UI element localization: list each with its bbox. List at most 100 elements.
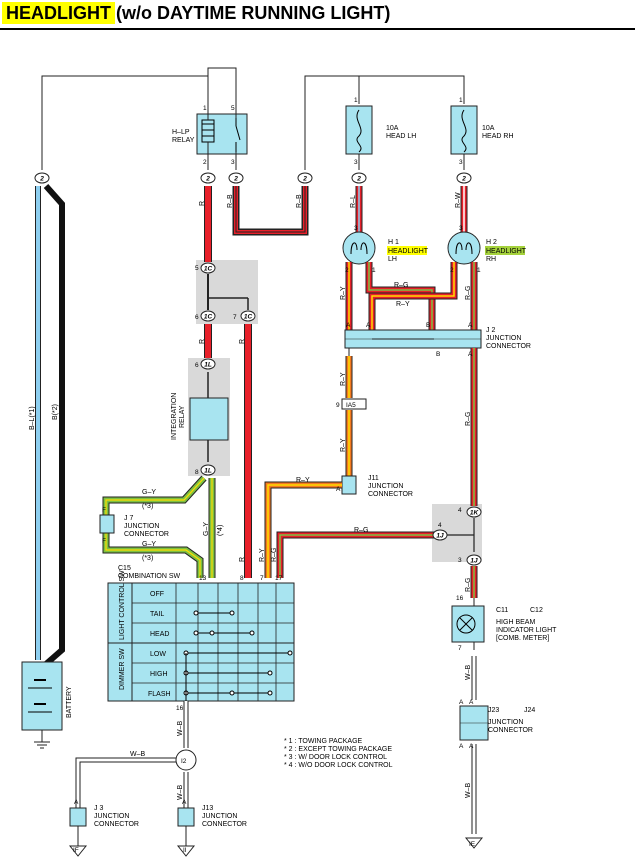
- wire-label-wb5: W–B: [465, 783, 472, 799]
- connector-2-marker-fuse-lh: 2: [351, 172, 367, 184]
- wire-label-wb3: W–B: [177, 785, 184, 801]
- j13-ref: J13: [202, 805, 213, 812]
- j13-name-2: CONNECTOR: [202, 821, 247, 828]
- wire-label-rg6: R–G: [465, 578, 472, 592]
- wire-r-g-1j-sw: [276, 531, 434, 578]
- headlight-lh-pin-3: 3: [354, 225, 358, 232]
- connector-2-marker-relay-3-label: 2: [233, 176, 238, 183]
- j7-ref: J 7: [124, 515, 133, 522]
- wire-label-gy3: G–Y: [203, 522, 210, 536]
- fuse-lh-pin-3: 3: [354, 159, 358, 166]
- wire-r-g-lh: [365, 262, 436, 330]
- high-beam-name-3: [COMB. METER]: [496, 635, 549, 642]
- connector-2-marker-battery: 2: [34, 172, 50, 184]
- wire-label-rw: R–W: [455, 192, 462, 208]
- wire-g-y: [102, 475, 216, 578]
- title-bar: HEADLIGHT (w/o DAYTIME RUNNING LIGHT): [0, 0, 635, 30]
- connector-1j-marker-bot: 1J: [466, 554, 482, 566]
- j2-name-2: CONNECTOR: [486, 343, 531, 350]
- connector-1l-marker-top-label: 1L: [204, 362, 212, 369]
- ia5-pin: 9: [336, 402, 340, 409]
- combination-switch: [107, 582, 295, 702]
- comb-sw-name: COMBINATION SW: [118, 573, 180, 580]
- connector-2-marker-rb: 2: [297, 172, 313, 184]
- page-title-highlight: HEADLIGHT: [2, 2, 115, 24]
- fuse-lh-name: HEAD LH: [386, 133, 416, 140]
- ground-if-label: IF: [73, 847, 79, 854]
- wire-label-b-l: B–L(*1): [29, 406, 36, 430]
- connector-1c-marker-left: 1C: [200, 310, 216, 322]
- conn-1k-pin: 4: [458, 507, 462, 514]
- relay-label-1: H–LP: [172, 129, 190, 136]
- j23-name-2: CONNECTOR: [488, 727, 533, 734]
- connector-2-marker-rb-label: 2: [302, 176, 307, 183]
- j7-pin-top: F: [102, 507, 106, 514]
- headlight-rh-name: HEADLIGHT: [486, 248, 527, 255]
- ground-if: [68, 845, 88, 857]
- comb-sw-section-2: DIMMER SW: [119, 648, 126, 690]
- relay-pin-1: 1: [203, 105, 207, 112]
- ground-ie: [464, 837, 484, 849]
- wire-r-b: [232, 186, 309, 236]
- ia5-name: IA5: [346, 402, 356, 409]
- note-1: * 1 : TOWING PACKAGE: [284, 738, 363, 745]
- wire-label-ry5: R–Y: [296, 477, 310, 484]
- j2-pin-b1: B: [426, 322, 430, 329]
- wire-label-rg5: R–G: [271, 548, 278, 562]
- headlight-rh-pin-3: 3: [459, 225, 463, 232]
- high-beam-pin-16: 16: [456, 595, 464, 602]
- high-beam-pin-7: 7: [458, 645, 462, 652]
- headlight-rh-ref: H 2: [486, 239, 497, 246]
- j7-name-2: CONNECTOR: [124, 531, 169, 538]
- wire-label-wb1: W–B: [177, 721, 184, 737]
- j11-name-2: CONNECTOR: [368, 491, 413, 498]
- connector-1c-marker-right: 1C: [240, 310, 256, 322]
- conn-1j-pin-left: 4: [438, 522, 442, 529]
- wire-b: [43, 184, 65, 667]
- conn-1c-pin-7: 7: [233, 314, 237, 321]
- j23-pin-a2: A: [469, 699, 474, 706]
- comb-sw-row-head: HEAD: [150, 631, 169, 638]
- headlight-lh-side: LH: [388, 256, 397, 263]
- relay-pin-2: 2: [203, 159, 207, 166]
- high-beam-ref-2: C12: [530, 607, 543, 614]
- j23-name-1: JUNCTION: [488, 719, 523, 726]
- comb-sw-pin-13: 13: [199, 575, 207, 582]
- wire-label-s4: (*4): [217, 525, 224, 536]
- comb-sw-row-high: HIGH: [150, 671, 168, 678]
- i2-connector: [175, 749, 197, 771]
- integration-relay-pin-8: 8: [195, 469, 199, 476]
- wire-label-rb2: R–B: [296, 194, 303, 208]
- connector-1l-marker-top: 1L: [200, 358, 216, 370]
- j2-pin-b2: B: [436, 351, 440, 358]
- headlight-rh-name-highlight: [485, 246, 525, 255]
- 1k-1j-inner: [446, 518, 475, 552]
- wire-label-rb1: R–B: [227, 194, 234, 208]
- wire-label-s3b: (*3): [142, 555, 153, 562]
- connector-1c-marker-top: 1C: [200, 262, 216, 274]
- wire-r-main: [204, 186, 252, 578]
- j3-ref: J 3: [94, 805, 103, 812]
- connector-1l-marker-bot-label: 1L: [204, 468, 212, 475]
- fuse-rh-amp: 10A: [482, 125, 495, 132]
- headlight-rh-pin-1: 1: [477, 267, 481, 274]
- wire-label-ry3: R–Y: [340, 372, 347, 386]
- wire-label-r3: R: [239, 339, 246, 344]
- wire-label-rg1: R–G: [394, 282, 408, 289]
- fuse-lh-amp: 10A: [386, 125, 399, 132]
- connector-2-marker-relay: 2: [200, 172, 216, 184]
- fuse-rh-pin-1: 1: [459, 97, 463, 104]
- relay-label-2: RELAY: [172, 137, 195, 144]
- headlight-lh-name: HEADLIGHT: [388, 248, 429, 255]
- j23-pin-a1: A: [459, 699, 464, 706]
- fuse-lh: [345, 105, 373, 170]
- wire-label-s3a: (*3): [142, 503, 153, 510]
- comb-sw-section-1: LIGHT CONTROL SW: [119, 570, 126, 640]
- comb-sw-row-low: LOW: [150, 651, 166, 658]
- wire-label-r2: R: [199, 339, 206, 344]
- ground-ii: [176, 845, 196, 857]
- connector-2-marker-fuse-lh-label: 2: [356, 176, 361, 183]
